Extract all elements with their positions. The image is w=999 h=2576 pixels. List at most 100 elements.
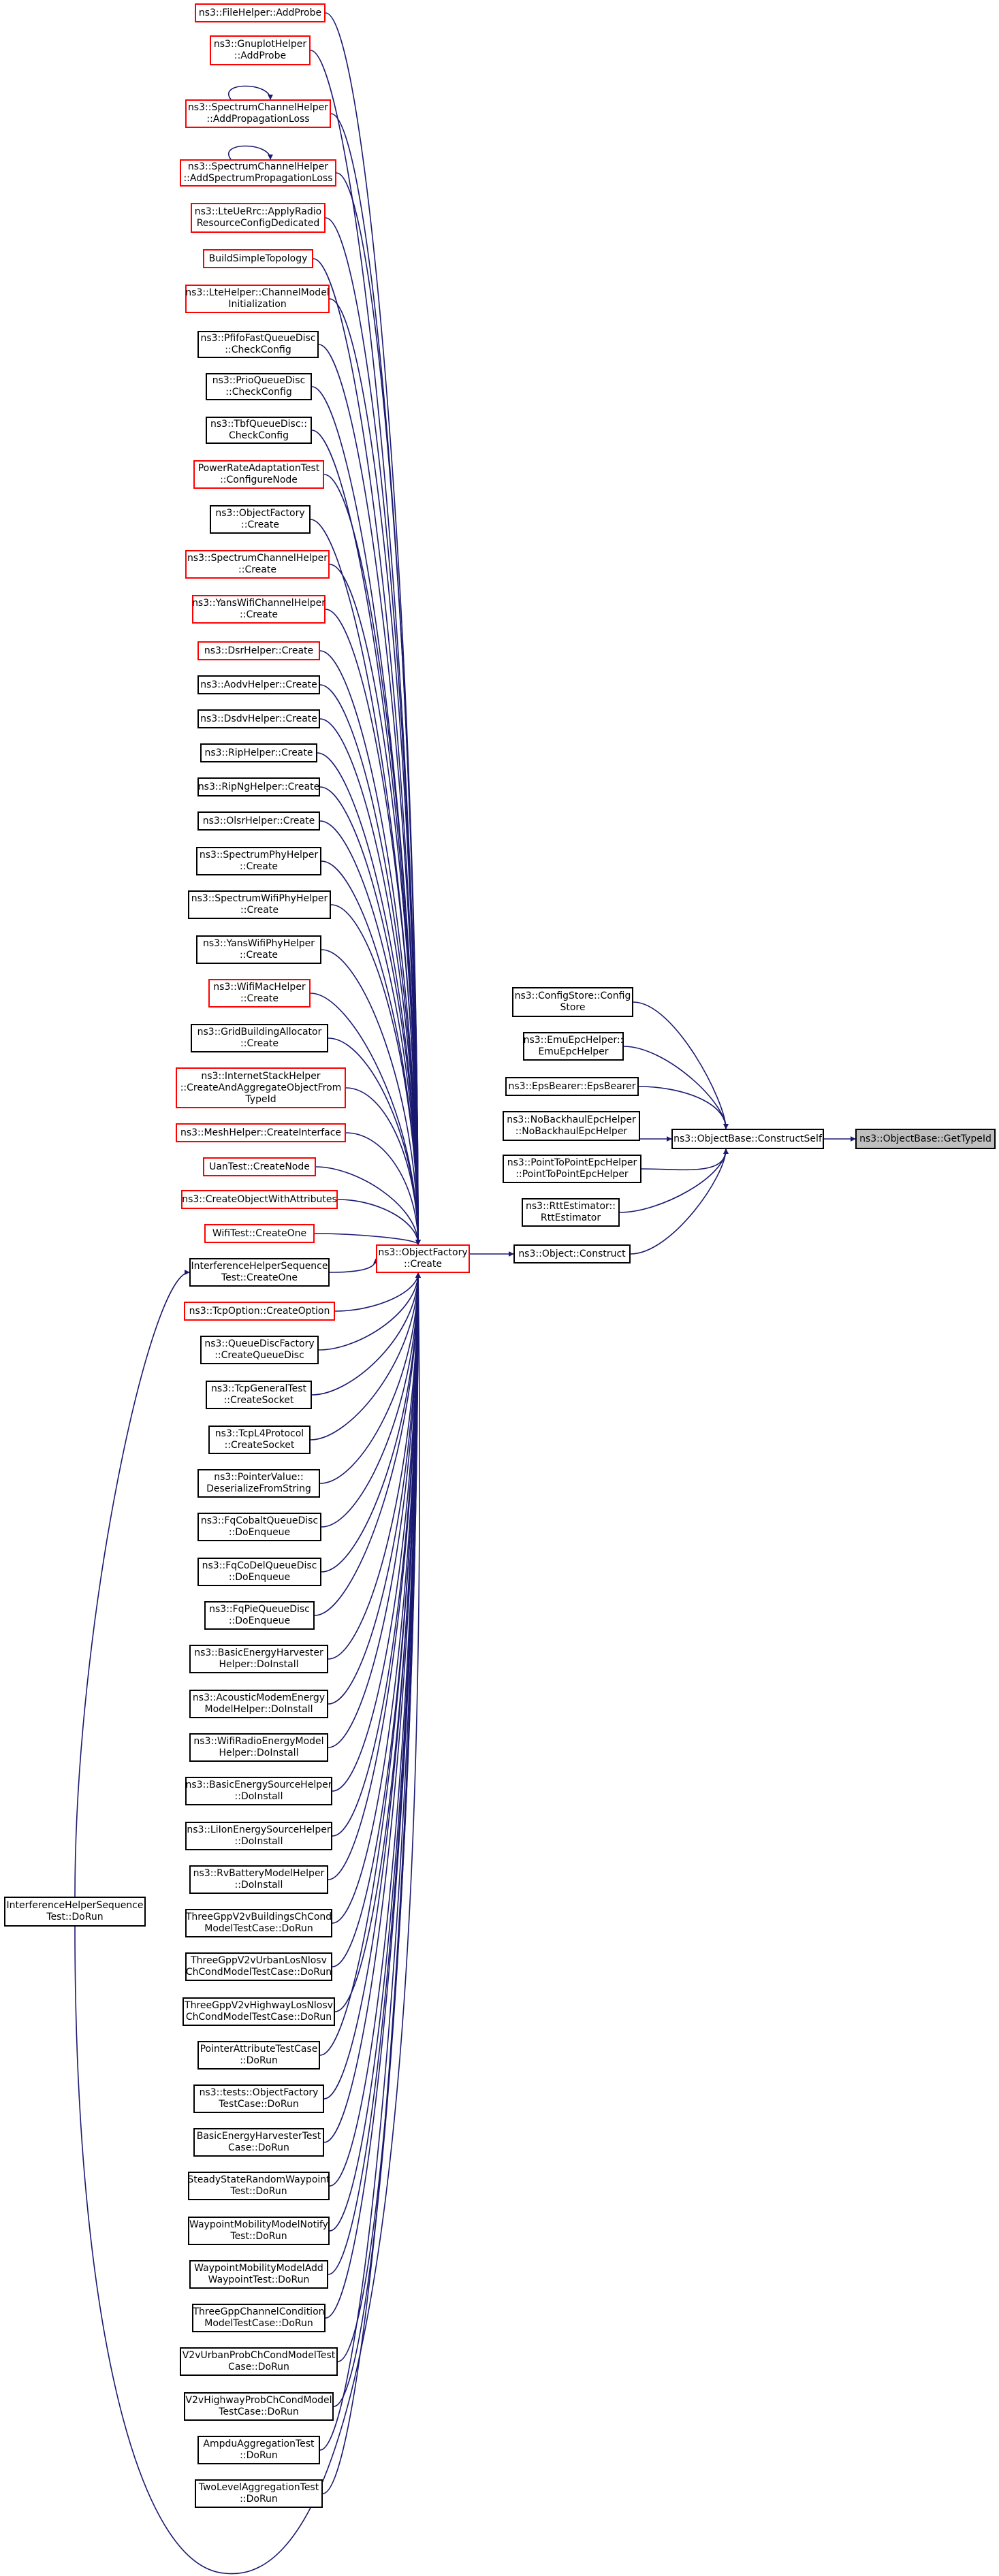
graph-node-ns3-meshhelper-createinterface[interactable]: ns3::MeshHelper::CreateInterface [176, 1123, 346, 1142]
graph-node-waypointmobilitymodeladd-waypointtest-dorun[interactable]: WaypointMobilityModelAdd WaypointTest::D… [189, 2260, 328, 2289]
edge-n_eps-to-constructself [638, 1086, 729, 1129]
edge-n_beh-to-objectfactory-create [328, 1272, 421, 1660]
graph-node-ampduaggregationtest-dorun[interactable]: AmpduAggregationTest ::DoRun [197, 2436, 320, 2464]
graph-node-ns3-pointtopointepchelper-pointtopointepchelper[interactable]: ns3::PointToPointEpcHelper ::PointToPoin… [503, 1155, 641, 1183]
graph-node-ns3-fqpiequeuedisc-doenqueue[interactable]: ns3::FqPieQueueDisc ::DoEnqueue [204, 1601, 315, 1630]
graph-node-ns3-epsbearer-epsbearer[interactable]: ns3::EpsBearer::EpsBearer [505, 1077, 639, 1096]
edge-n_tcpl4-to-objectfactory-create [310, 1272, 421, 1440]
graph-node-ns3-olsrhelper-create[interactable]: ns3::OlsrHelper::Create [197, 811, 320, 831]
graph-node-ns3-emuepchelper-emuepchelper[interactable]: ns3::EmuEpcHelper:: EmuEpcHelper [523, 1032, 624, 1061]
edge-n_mesh-to-objectfactory-create [345, 1132, 421, 1245]
edge-n_ihs_co-to-objectfactory-create [329, 1258, 379, 1273]
graph-node-ns3-ripnghelper-create[interactable]: ns3::RipNgHelper::Create [197, 777, 320, 796]
graph-node-ns3-riphelper-create[interactable]: ns3::RipHelper::Create [200, 743, 317, 762]
graph-node-ns3-aodvhelper-create[interactable]: ns3::AodvHelper::Create [197, 675, 320, 694]
graph-node-ns3-spectrumwifiphyhelper-create[interactable]: ns3::SpectrumWifiPhyHelper ::Create [188, 890, 331, 919]
edge-n_sch-to-objectfactory-create [329, 564, 421, 1245]
edge-n_swph-to-objectfactory-create [330, 904, 421, 1245]
edge-n_ywph-to-objectfactory-create [321, 949, 421, 1245]
graph-node-threegppchannelcondition-modeltestcase-dorun[interactable]: ThreeGppChannelCondition ModelTestCase::… [192, 2304, 326, 2332]
edge-n_ywch-to-objectfactory-create [325, 609, 421, 1245]
edge-n_ptrval-to-objectfactory-create [319, 1272, 421, 1484]
graph-node-ns3-tcpoption-createoption[interactable]: ns3::TcpOption::CreateOption [184, 1302, 335, 1321]
graph-node-interferencehelpersequence-test-dorun[interactable]: InterferenceHelperSequence Test::DoRun [4, 1897, 146, 1927]
graph-node-ns3-rvbatterymodelhelper-doinstall[interactable]: ns3::RvBatteryModelHelper ::DoInstall [189, 1865, 328, 1894]
graph-node-ns3-fqcobaltqueuedisc-doenqueue[interactable]: ns3::FqCobaltQueueDisc ::DoEnqueue [197, 1513, 321, 1541]
root-node-ns3-objectbase-gettypeid: ns3::ObjectBase::GetTypeId [855, 1129, 996, 1149]
edge-ihs-dorun-to-objectfactory-create [74, 1272, 422, 2575]
graph-node-ns3-createobjectwithattributes[interactable]: ns3::CreateObjectWithAttributes [181, 1190, 338, 1209]
graph-node-v2vhighwayprobchcondmodel-testcase-dorun[interactable]: V2vHighwayProbChCondModel TestCase::DoRu… [184, 2392, 334, 2421]
edge-n_p2p-to-constructself [641, 1148, 729, 1171]
graph-node-v2vurbanprobchcondmodeltest-case-dorun[interactable]: V2vUrbanProbChCondModelTest Case::DoRun [180, 2347, 338, 2376]
graph-node-ns3-wifimachelper-create[interactable]: ns3::WifiMacHelper ::Create [208, 979, 311, 1008]
edge-n_t12-to-objectfactory-create [333, 1272, 421, 2407]
edge-n_dsdv-to-objectfactory-create [319, 718, 421, 1245]
graph-node-ns3-queuediscfactory-createqueuedisc[interactable]: ns3::QueueDiscFactory ::CreateQueueDisc [200, 1336, 319, 1364]
graph-node-ns3-filehelper-addprobe[interactable]: ns3::FileHelper::AddProbe [195, 3, 326, 22]
graph-node-ns3-prioqueuedisc-checkconfig[interactable]: ns3::PrioQueueDisc ::CheckConfig [206, 373, 312, 400]
edge-n_uan-to-objectfactory-create [315, 1166, 421, 1245]
graph-node-ns3-gridbuildingallocator-create[interactable]: ns3::GridBuildingAllocator ::Create [191, 1024, 328, 1052]
graph-node-wifitest-createone[interactable]: WifiTest::CreateOne [204, 1224, 315, 1243]
graph-node-ns3-lteuerrc-applyradio-resourceconfigdedicated[interactable]: ns3::LteUeRrc::ApplyRadio ResourceConfig… [191, 203, 326, 233]
edge-n_fqpie-to-objectfactory-create [314, 1272, 421, 1616]
graph-node-ns3-objectfactory-create[interactable]: ns3::ObjectFactory ::Create [376, 1244, 470, 1273]
graph-node-ns3-tcpgeneraltest-createsocket[interactable]: ns3::TcpGeneralTest ::CreateSocket [206, 1381, 312, 1409]
edge-n_wifit-to-objectfactory-create [314, 1233, 421, 1245]
graph-node-ns3-gnuplothelper-addprobe[interactable]: ns3::GnuplotHelper ::AddProbe [210, 35, 311, 65]
graph-node-ns3-basicenergysourcehelper-doinstall[interactable]: ns3::BasicEnergySourceHelper ::DoInstall [185, 1777, 332, 1805]
edge-n_wrem-to-objectfactory-create [328, 1272, 421, 1748]
graph-node-ns3-yanswifiphyhelper-create[interactable]: ns3::YansWifiPhyHelper ::Create [196, 935, 321, 964]
edge-n_oc-to-constructself [630, 1148, 729, 1255]
graph-node-steadystaterandomwaypoint-test-dorun[interactable]: SteadyStateRandomWaypoint Test::DoRun [187, 2172, 330, 2200]
graph-node-ns3-tbfqueuedisc-checkconfig[interactable]: ns3::TbfQueueDisc:: CheckConfig [206, 417, 312, 444]
graph-node-ns3-basicenergyharvester-helper-doinstall[interactable]: ns3::BasicEnergyHarvester Helper::DoInst… [189, 1645, 328, 1673]
graph-node-ns3-wifiradioenergymodel-helper-doinstall[interactable]: ns3::WifiRadioEnergyModel Helper::DoInst… [189, 1733, 328, 1762]
graph-node-ns3-tcpl4protocol-createsocket[interactable]: ns3::TcpL4Protocol ::CreateSocket [208, 1426, 311, 1454]
graph-node-ns3-spectrumchannelhelper-addpropagationloss[interactable]: ns3::SpectrumChannelHelper ::AddPropagat… [185, 99, 331, 128]
edge-n_olsr-to-objectfactory-create [319, 820, 421, 1245]
graph-node-ns3-objectfactory-create[interactable]: ns3::ObjectFactory ::Create [210, 505, 311, 534]
graph-node-ns3-tests-objectfactory-testcase-dorun[interactable]: ns3::tests::ObjectFactory TestCase::DoRu… [193, 2084, 324, 2113]
edge-n_cfg-to-constructself [633, 1001, 729, 1129]
graph-node-interferencehelpersequence-test-createone[interactable]: InterferenceHelperSequence Test::CreateO… [189, 1258, 330, 1287]
graph-node-ns3-configstore-config-store[interactable]: ns3::ConfigStore::Config Store [512, 987, 633, 1017]
graph-node-threegppv2vbuildingschcond-modeltestcase-dorun[interactable]: ThreeGppV2vBuildingsChCond ModelTestCase… [185, 1909, 332, 1937]
graph-node-ns3-liionenergysourcehelper-doinstall[interactable]: ns3::LiIonEnergySourceHelper ::DoInstall [185, 1822, 332, 1850]
edge-n_ish-to-objectfactory-create [345, 1087, 421, 1245]
edge-n_t14-to-objectfactory-create [322, 1272, 421, 2494]
edge-n_tcpopt-to-objectfactory-create [334, 1272, 421, 1312]
graph-node-ns3-pfifofastqueuedisc-checkconfig[interactable]: ns3::PfifoFastQueueDisc ::CheckConfig [197, 331, 319, 358]
graph-node-ns3-dsdvhelper-create[interactable]: ns3::DsdvHelper::Create [197, 709, 320, 728]
graph-node-basicenergyharvestertest-case-dorun[interactable]: BasicEnergyHarvesterTest Case::DoRun [193, 2128, 324, 2157]
graph-node-ns3-yanswifichannelhelper-create[interactable]: ns3::YansWifiChannelHelper ::Create [192, 595, 326, 624]
edge-n_t5-to-objectfactory-create [323, 1272, 421, 2099]
graph-node-ns3-rttestimator-rttestimator[interactable]: ns3::RttEstimator:: RttEstimator [522, 1198, 620, 1227]
graph-node-waypointmobilitymodelnotify-test-dorun[interactable]: WaypointMobilityModelNotify Test::DoRun [188, 2217, 330, 2245]
graph-node-ns3-spectrumphyhelper-create[interactable]: ns3::SpectrumPhyHelper ::Create [196, 847, 321, 875]
graph-node-uantest-createnode[interactable]: UanTest::CreateNode [203, 1157, 316, 1176]
graph-node-pointerattributetestcase-dorun[interactable]: PointerAttributeTestCase ::DoRun [197, 2041, 320, 2070]
graph-node-ns3-spectrumchannelhelper-addspectrumpropagationloss[interactable]: ns3::SpectrumChannelHelper ::AddSpectrum… [180, 159, 336, 187]
graph-node-ns3-object-construct[interactable]: ns3::Object::Construct [513, 1244, 631, 1263]
graph-node-ns3-internetstackhelper-createandaggregateobjectfrom-typeid[interactable]: ns3::InternetStackHelper ::CreateAndAggr… [176, 1067, 346, 1108]
graph-node-ns3-spectrumchannelhelper-create[interactable]: ns3::SpectrumChannelHelper ::Create [185, 550, 330, 579]
graph-node-ns3-fqcodelqueuedisc-doenqueue[interactable]: ns3::FqCoDelQueueDisc ::DoEnqueue [197, 1558, 321, 1586]
graph-node-ns3-ltehelper-channelmodel-initialization[interactable]: ns3::LteHelper::ChannelModel Initializat… [185, 285, 330, 313]
graph-node-ns3-dsrhelper-create[interactable]: ns3::DsrHelper::Create [197, 641, 320, 660]
graph-node-ns3-objectbase-constructself[interactable]: ns3::ObjectBase::ConstructSelf [671, 1129, 824, 1149]
edge-n_fqcob-to-objectfactory-create [321, 1272, 421, 1528]
graph-node-powerrateadaptationtest-configurenode[interactable]: PowerRateAdaptationTest ::ConfigureNode [193, 460, 324, 489]
graph-node-threegppv2vhighwaylosnlosv-chcondmodeltestcase-dorun[interactable]: ThreeGppV2vHighwayLosNlosv ChCondModelTe… [183, 1997, 335, 2026]
graph-node-twolevelaggregationtest-dorun[interactable]: TwoLevelAggregationTest ::DoRun [195, 2479, 323, 2508]
graph-node-ns3-nobackhaulepchelper-nobackhaulepchelper[interactable]: ns3::NoBackhaulEpcHelper ::NoBackhaulEpc… [503, 1111, 640, 1141]
graph-node-ns3-pointervalue-deserializefromstring[interactable]: ns3::PointerValue:: DeserializeFromStrin… [197, 1469, 320, 1498]
graph-node-buildsimpletopology[interactable]: BuildSimpleTopology [203, 249, 313, 268]
edge-n_t4-to-objectfactory-create [319, 1272, 421, 2056]
graph-node-threegppv2vurbanlosnlosv-chcondmodeltestcase-dorun[interactable]: ThreeGppV2vUrbanLosNlosv ChCondModelTest… [185, 1952, 332, 1981]
edge-n_pfifo-to-objectfactory-create [318, 344, 421, 1245]
graph-node-ns3-acousticmodemenergy-modelhelper-doinstall[interactable]: ns3::AcousticModemEnergy ModelHelper::Do… [189, 1690, 328, 1718]
edge-n_scaspl-self-loop [228, 145, 273, 160]
